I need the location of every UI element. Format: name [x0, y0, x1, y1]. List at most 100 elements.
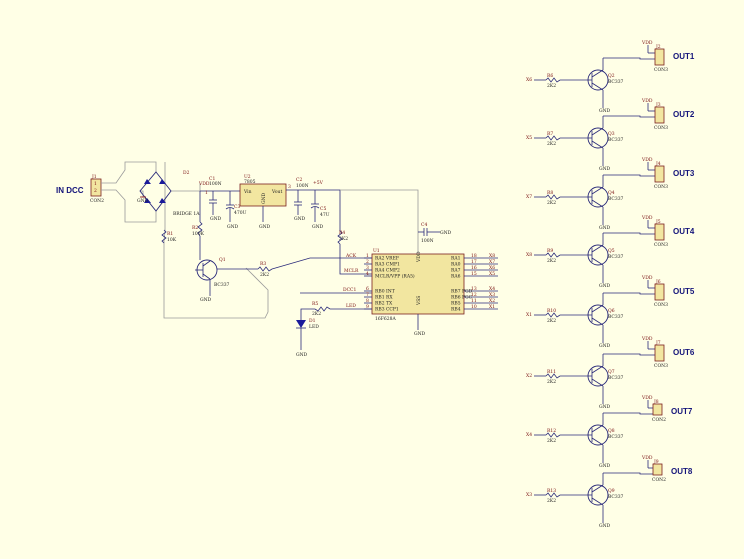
resistor-r5: R5 2K2 [312, 301, 331, 317]
mcu-pin-name: RB1 RX [375, 295, 393, 301]
svg-text:470U: 470U [234, 210, 247, 216]
input-connector-value: CON2 [90, 198, 104, 204]
svg-text:100N: 100N [209, 181, 222, 187]
channel-vdd-label: VDD [641, 98, 653, 104]
mcu-value: 16F628A [375, 316, 396, 322]
channel-transistor-value: BC337 [608, 375, 624, 381]
bridge-rectifier: D2 BRIDGE 1A [139, 170, 200, 217]
output-connector [652, 463, 663, 476]
mcu-pin-name: RB0 INT [375, 289, 395, 295]
svg-text:R4: R4 [339, 230, 345, 236]
mcu-pin-number: 4 [366, 271, 369, 277]
channel-transistor-value: BC337 [608, 494, 624, 500]
mcu-pin-name: RA2 VREF [375, 256, 399, 262]
channel-net-label: X7 [526, 194, 532, 200]
svg-text:C4: C4 [421, 222, 427, 228]
output-label: OUT6 [673, 348, 695, 357]
capacitor-c2: C2 100N GND [294, 177, 309, 222]
mcu-pin-name: RA4 CMP2 [375, 268, 400, 274]
output-label: OUT3 [673, 169, 695, 178]
output-connector-value: CON3 [654, 67, 668, 73]
led-d1: D1 LED [296, 318, 319, 330]
in-dcc-label: IN DCC [56, 186, 84, 195]
output-label: OUT2 [673, 110, 695, 119]
mcu-pin-name: RB6 PGC [451, 295, 473, 301]
vdd-label-1: VDD [198, 181, 210, 187]
channel-resistor-ref: R8 [547, 190, 553, 196]
regulator-ref: U2 [244, 174, 251, 180]
mcu-pin-net: X1 [489, 304, 495, 310]
mcu-pin-number: 10 [471, 304, 477, 310]
svg-text:100N: 100N [421, 238, 434, 244]
output-channels: X6R62K2Q2BC337GNDVDDJ2CON3OUT1X5R72K2Q3B… [526, 40, 695, 529]
svg-text:2K2: 2K2 [260, 272, 269, 278]
channel-transistor-value: BC337 [608, 79, 624, 85]
mcu-pin-name: RB3 CCP1 [375, 307, 399, 313]
mcu-pin-net: X8 [489, 253, 495, 259]
mcu-pin-name: RA6 [451, 274, 461, 280]
svg-text:Q1: Q1 [219, 257, 226, 263]
svg-text:C1: C1 [209, 176, 215, 182]
mcu-pin-net: X3 [489, 292, 495, 298]
output-connector-value: CON2 [652, 417, 666, 423]
svg-text:GND: GND [294, 216, 306, 222]
svg-text:GND: GND [227, 224, 239, 230]
capacitor-c1: C1 100N [209, 176, 222, 215]
ack-label: ACK [345, 253, 357, 259]
mcu-pin-net: X7 [489, 259, 495, 265]
svg-text:2K2: 2K2 [339, 236, 348, 242]
channel-resistor-value: 2K2 [547, 200, 556, 206]
regulator-value: 7805 [244, 179, 256, 185]
channel-vdd-label: VDD [641, 215, 653, 221]
channel-transistor-ref: Q7 [608, 369, 615, 375]
svg-text:VDD: VDD [416, 251, 422, 263]
output-connector-value: CON3 [654, 302, 668, 308]
channel-gnd: GND [599, 343, 611, 349]
svg-text:GND: GND [296, 352, 308, 358]
channel-vdd-label: VDD [641, 40, 653, 46]
mclr-label: MCLR [344, 268, 359, 274]
mcu-pin-number: 13 [471, 286, 477, 292]
svg-text:Vout: Vout [271, 189, 282, 195]
channel-vdd-label: VDD [641, 336, 653, 342]
channel-resistor-value: 2K2 [547, 141, 556, 147]
channel-transistor-value: BC337 [608, 434, 624, 440]
mcu-pin-name: RB2 TX [375, 301, 393, 307]
bridge-ref: D2 [183, 170, 190, 176]
mcu-pin-number: 9 [366, 304, 369, 310]
output-connector-value: CON3 [654, 184, 668, 190]
resistor-r1: R1 10K [161, 229, 177, 244]
output-connector-ref: J3 [655, 102, 661, 108]
output-connector-value: CON3 [654, 242, 668, 248]
channel-resistor-ref: R12 [547, 428, 556, 434]
output-connector [654, 48, 665, 66]
svg-text:10K: 10K [167, 237, 177, 243]
channel-transistor-value: BC337 [608, 196, 624, 202]
svg-text:100K: 100K [192, 231, 205, 237]
output-connector [654, 344, 665, 362]
svg-text:R2: R2 [192, 225, 198, 231]
transistor-q1: Q1 BC337 [195, 257, 230, 288]
channel-transistor-ref: Q3 [608, 131, 615, 137]
output-connector [654, 223, 665, 241]
channel-gnd: GND [599, 283, 611, 289]
mcu-pin-net: X5 [489, 271, 495, 277]
mcu-pin-name: RB7 PGD [451, 289, 473, 295]
svg-text:GND: GND [261, 192, 267, 204]
mcu-pin-number: 7 [366, 292, 369, 298]
channel-gnd: GND [599, 523, 611, 529]
bridge-gnd: GND [137, 196, 149, 204]
svg-text:GND: GND [312, 224, 324, 230]
channel-net-label: X3 [526, 492, 532, 498]
mcu-ref: U1 [373, 248, 380, 254]
svg-text:GND: GND [440, 230, 452, 236]
